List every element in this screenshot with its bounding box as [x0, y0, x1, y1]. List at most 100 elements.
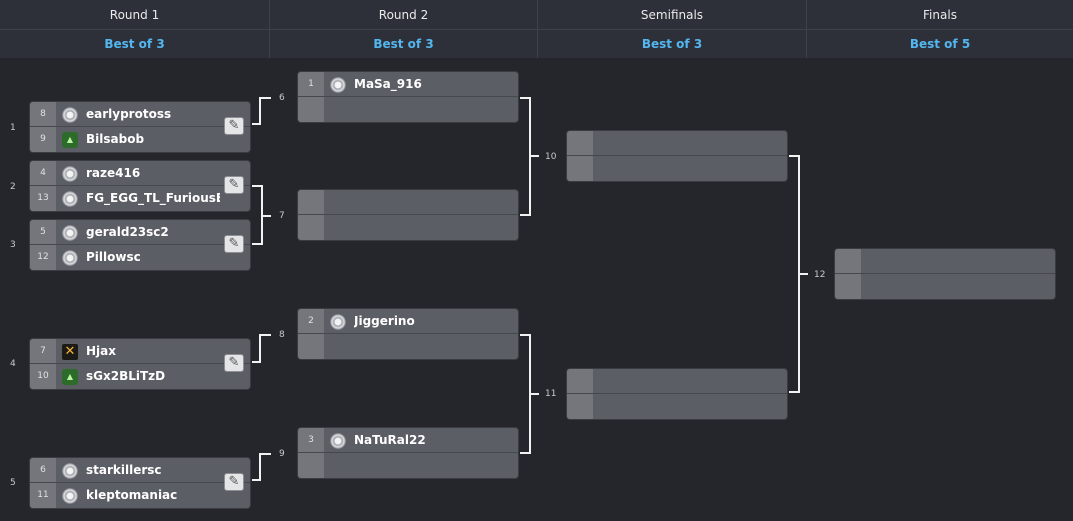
bracket-connector	[252, 185, 262, 187]
match-slot[interactable]: 13 FG_EGG_TL_FuriousEgg	[30, 186, 250, 211]
match-12[interactable]	[835, 249, 1055, 299]
seed-number: 1	[298, 72, 324, 96]
bracket-connector	[252, 479, 260, 481]
match-number: 4	[10, 359, 16, 369]
bracket-connector	[520, 97, 530, 99]
player-name	[891, 274, 1025, 299]
match-4[interactable]: 7 ✕ Hjax 10 ▲ sGx2BLiTzD ✎	[30, 339, 250, 389]
match-slot[interactable]: 9 ▲ Bilsabob	[30, 127, 250, 152]
match-slot-empty[interactable]	[567, 369, 787, 394]
zerg-race-icon: ▲	[62, 369, 78, 385]
match-number: 8	[279, 330, 285, 340]
match-slot-empty[interactable]	[298, 190, 518, 215]
bracket-connector	[259, 97, 261, 125]
match-number: 6	[279, 93, 285, 103]
round-title: Round 2	[270, 0, 537, 30]
match-number: 1	[10, 123, 16, 133]
round-best-of: Best of 3	[641, 37, 703, 51]
bracket-connector	[529, 155, 539, 157]
match-slot-empty[interactable]	[298, 334, 518, 359]
match-slot[interactable]: 4 raze416	[30, 161, 250, 186]
match-slot-empty[interactable]	[567, 156, 787, 181]
match-slot-empty[interactable]	[835, 274, 1055, 299]
match-8[interactable]: 2 Jiggerino	[298, 309, 518, 359]
bracket-connector	[259, 334, 261, 363]
seed-number	[298, 190, 324, 214]
edit-icon[interactable]: ✎	[224, 354, 244, 372]
match-slot-empty[interactable]	[298, 215, 518, 240]
match-9[interactable]: 3 NaTuRal22	[298, 428, 518, 478]
semifinals-header: Semifinals Best of 3	[538, 0, 807, 58]
match-11[interactable]	[567, 369, 787, 419]
player-name	[354, 334, 488, 359]
match-number: 12	[814, 270, 826, 280]
player-name	[623, 369, 757, 393]
edit-icon[interactable]: ✎	[224, 473, 244, 491]
match-5[interactable]: 6 starkillersc 11 kleptomaniac ✎	[30, 458, 250, 508]
match-number: 11	[545, 389, 557, 399]
match-number: 9	[279, 449, 285, 459]
round-best-of: Best of 5	[909, 37, 971, 51]
bracket-connector	[798, 273, 808, 275]
player-name: earlyprotoss	[86, 107, 172, 121]
match-slot-empty[interactable]	[298, 97, 518, 122]
seed-number	[567, 369, 593, 393]
match-slot-empty[interactable]	[567, 394, 787, 419]
round-title: Semifinals	[538, 0, 806, 30]
random-race-icon: ✕	[62, 344, 78, 360]
edit-icon[interactable]: ✎	[224, 235, 244, 253]
player-name	[623, 394, 757, 419]
match-slot[interactable]: 10 ▲ sGx2BLiTzD	[30, 364, 250, 389]
match-slot[interactable]: 1 MaSa_916	[298, 72, 518, 97]
seed-number: 6	[30, 458, 56, 482]
player-name: kleptomaniac	[86, 488, 178, 502]
protoss-race-icon	[330, 314, 346, 330]
protoss-race-icon	[62, 191, 78, 207]
match-slot[interactable]: 8 earlyprotoss	[30, 102, 250, 127]
edit-icon[interactable]: ✎	[224, 176, 244, 194]
match-slot[interactable]: 5 gerald23sc2	[30, 220, 250, 245]
match-slot-empty[interactable]	[567, 131, 787, 156]
seed-number: 4	[30, 161, 56, 185]
player-name	[891, 249, 1025, 273]
match-slot[interactable]: 7 ✕ Hjax	[30, 339, 250, 364]
protoss-race-icon	[62, 250, 78, 266]
protoss-race-icon	[62, 463, 78, 479]
player-name	[354, 190, 488, 214]
match-1[interactable]: 8 earlyprotoss 9 ▲ Bilsabob ✎	[30, 102, 250, 152]
bracket-connector	[529, 393, 539, 395]
player-name: starkillersc	[86, 463, 162, 477]
seed-number: 12	[30, 245, 56, 270]
match-slot[interactable]: 11 kleptomaniac	[30, 483, 250, 508]
match-number: 5	[10, 478, 16, 488]
match-slot[interactable]: 2 Jiggerino	[298, 309, 518, 334]
player-name: Pillowsc	[86, 250, 141, 264]
match-slot[interactable]: 6 starkillersc	[30, 458, 250, 483]
seed-number	[298, 334, 324, 359]
protoss-race-icon	[62, 107, 78, 123]
match-2[interactable]: 4 raze416 13 FG_EGG_TL_FuriousEgg ✎	[30, 161, 250, 211]
match-slot[interactable]: 12 Pillowsc	[30, 245, 250, 270]
seed-number	[835, 274, 861, 299]
seed-number: 8	[30, 102, 56, 126]
seed-number: 2	[298, 309, 324, 333]
player-name: Hjax	[86, 344, 116, 358]
match-10[interactable]	[567, 131, 787, 181]
bracket-connector	[520, 214, 530, 216]
match-slot[interactable]: 3 NaTuRal22	[298, 428, 518, 453]
bracket-connector	[259, 453, 261, 481]
match-7[interactable]	[298, 190, 518, 240]
match-3[interactable]: 5 gerald23sc2 12 Pillowsc ✎	[30, 220, 250, 270]
player-name: raze416	[86, 166, 141, 180]
match-slot-empty[interactable]	[835, 249, 1055, 274]
match-number: 2	[10, 182, 16, 192]
bracket-connector	[252, 123, 260, 125]
edit-icon[interactable]: ✎	[224, 117, 244, 135]
player-name	[354, 215, 488, 240]
match-slot-empty[interactable]	[298, 453, 518, 478]
bracket-connector	[252, 243, 262, 245]
player-name: NaTuRal22	[354, 433, 426, 447]
bracket-connector	[520, 452, 530, 454]
bracket-connector	[789, 155, 799, 157]
match-6[interactable]: 1 MaSa_916	[298, 72, 518, 122]
